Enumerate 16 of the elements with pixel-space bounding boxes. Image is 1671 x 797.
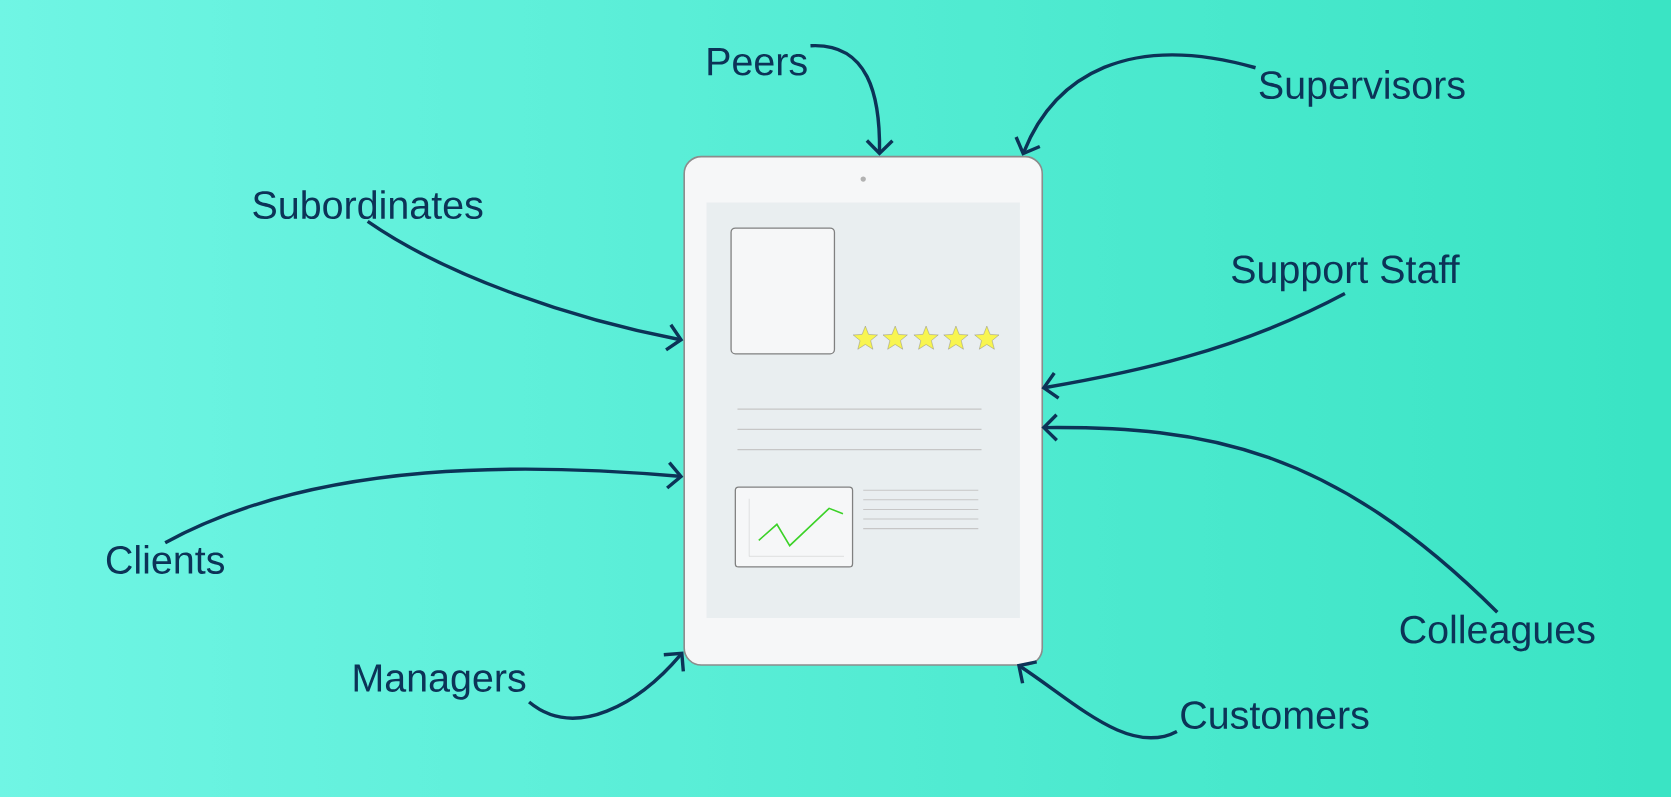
arrow <box>164 461 684 545</box>
arrow <box>1041 413 1499 614</box>
label-text: Managers <box>354 664 526 700</box>
label-text: Subordinates <box>253 190 483 220</box>
arrow <box>810 43 894 156</box>
label-text: Supervisors <box>1259 70 1465 107</box>
label-text: Colleagues <box>1400 614 1595 652</box>
label-text: Peers <box>708 48 807 76</box>
arrow <box>1014 53 1256 156</box>
label-text: Customers <box>1181 701 1369 729</box>
arrow <box>1016 660 1178 740</box>
arrow <box>528 651 685 720</box>
arrow <box>366 219 684 352</box>
arrow <box>1041 291 1346 400</box>
label-text: Support Staff <box>1232 254 1460 292</box>
label-text: Clients <box>106 544 224 574</box>
